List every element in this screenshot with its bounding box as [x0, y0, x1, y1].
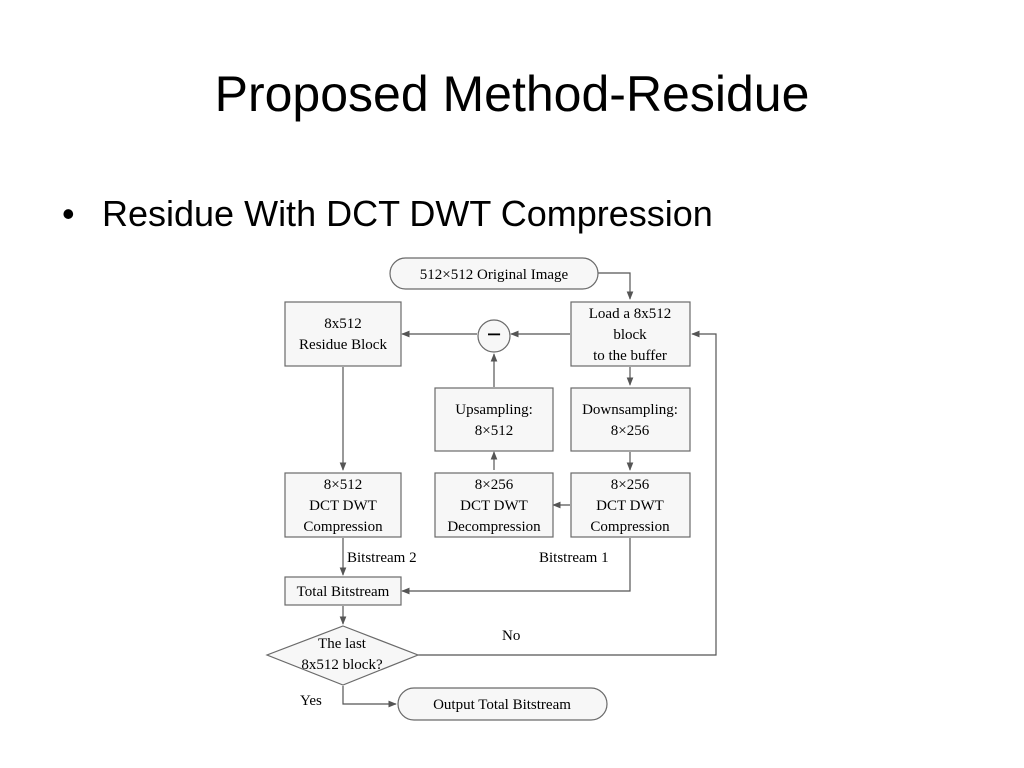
original-image-node: 512×512 Original Image — [389, 257, 599, 290]
load-block-line-1: Load a 8x512 — [589, 306, 671, 322]
residue-compression-line-3: Compression — [303, 519, 383, 535]
compression-line-3: Compression — [590, 519, 670, 535]
connectors — [339, 272, 717, 708]
residue-compression-line-1: 8×512 — [324, 477, 362, 493]
compression-line-2: DCT DWT — [596, 498, 664, 514]
arrow-bitstream-1 — [401, 538, 631, 595]
slide-title: Proposed Method-Residue — [214, 66, 810, 122]
no-label: No — [502, 628, 520, 644]
yes-label: Yes — [300, 693, 322, 709]
output-node: Output Total Bitstream — [397, 687, 608, 721]
arrow-yes-to-output — [342, 686, 397, 708]
residue-block-line-1: 8x512 — [324, 316, 362, 332]
minus-icon: − — [487, 320, 502, 349]
downsampling-node: Downsampling: 8×256 — [570, 387, 691, 452]
bitstream-1-label: Bitstream 1 — [539, 550, 609, 566]
upsampling-node: Upsampling: 8×512 — [434, 387, 554, 452]
residue-compression-node: 8×512 DCT DWT Compression — [284, 472, 402, 538]
decompression-line-3: Decompression — [447, 519, 541, 535]
downsampling-line-2: 8×256 — [611, 423, 650, 439]
bullet-marker: • — [62, 193, 75, 234]
subtract-node: − — [477, 319, 511, 353]
decompression-node: 8×256 DCT DWT Decompression — [434, 472, 554, 538]
decision-line-2: 8x512 block? — [301, 657, 383, 673]
bitstream-2-label: Bitstream 2 — [347, 550, 417, 566]
original-image-label: 512×512 Original Image — [420, 267, 569, 283]
decompression-line-2: DCT DWT — [460, 498, 528, 514]
load-block-line-3: to the buffer — [593, 348, 667, 364]
compression-line-1: 8×256 — [611, 477, 650, 493]
arrow-no-loop — [418, 330, 717, 656]
decompression-line-1: 8×256 — [475, 477, 514, 493]
total-bitstream-label: Total Bitstream — [297, 584, 390, 600]
load-block-node: Load a 8x512 block to the buffer — [570, 301, 691, 367]
load-block-line-2: block — [613, 327, 647, 343]
total-bitstream-node: Total Bitstream — [284, 576, 402, 606]
upsampling-line-1: Upsampling: — [455, 402, 533, 418]
arrow-original-to-load — [598, 272, 634, 300]
residue-block-node: 8x512 Residue Block — [284, 301, 402, 367]
residue-block-line-2: Residue Block — [299, 337, 387, 353]
compression-node: 8×256 DCT DWT Compression — [570, 472, 691, 538]
bullet-text: Residue With DCT DWT Compression — [102, 193, 713, 234]
residue-compression-line-2: DCT DWT — [309, 498, 377, 514]
upsampling-line-2: 8×512 — [475, 423, 513, 439]
downsampling-line-1: Downsampling: — [582, 402, 678, 418]
output-label: Output Total Bitstream — [433, 697, 571, 713]
bullet-item: • Residue With DCT DWT Compression — [62, 190, 713, 238]
decision-node: The last 8x512 block? — [265, 625, 420, 686]
decision-line-1: The last — [318, 636, 367, 652]
